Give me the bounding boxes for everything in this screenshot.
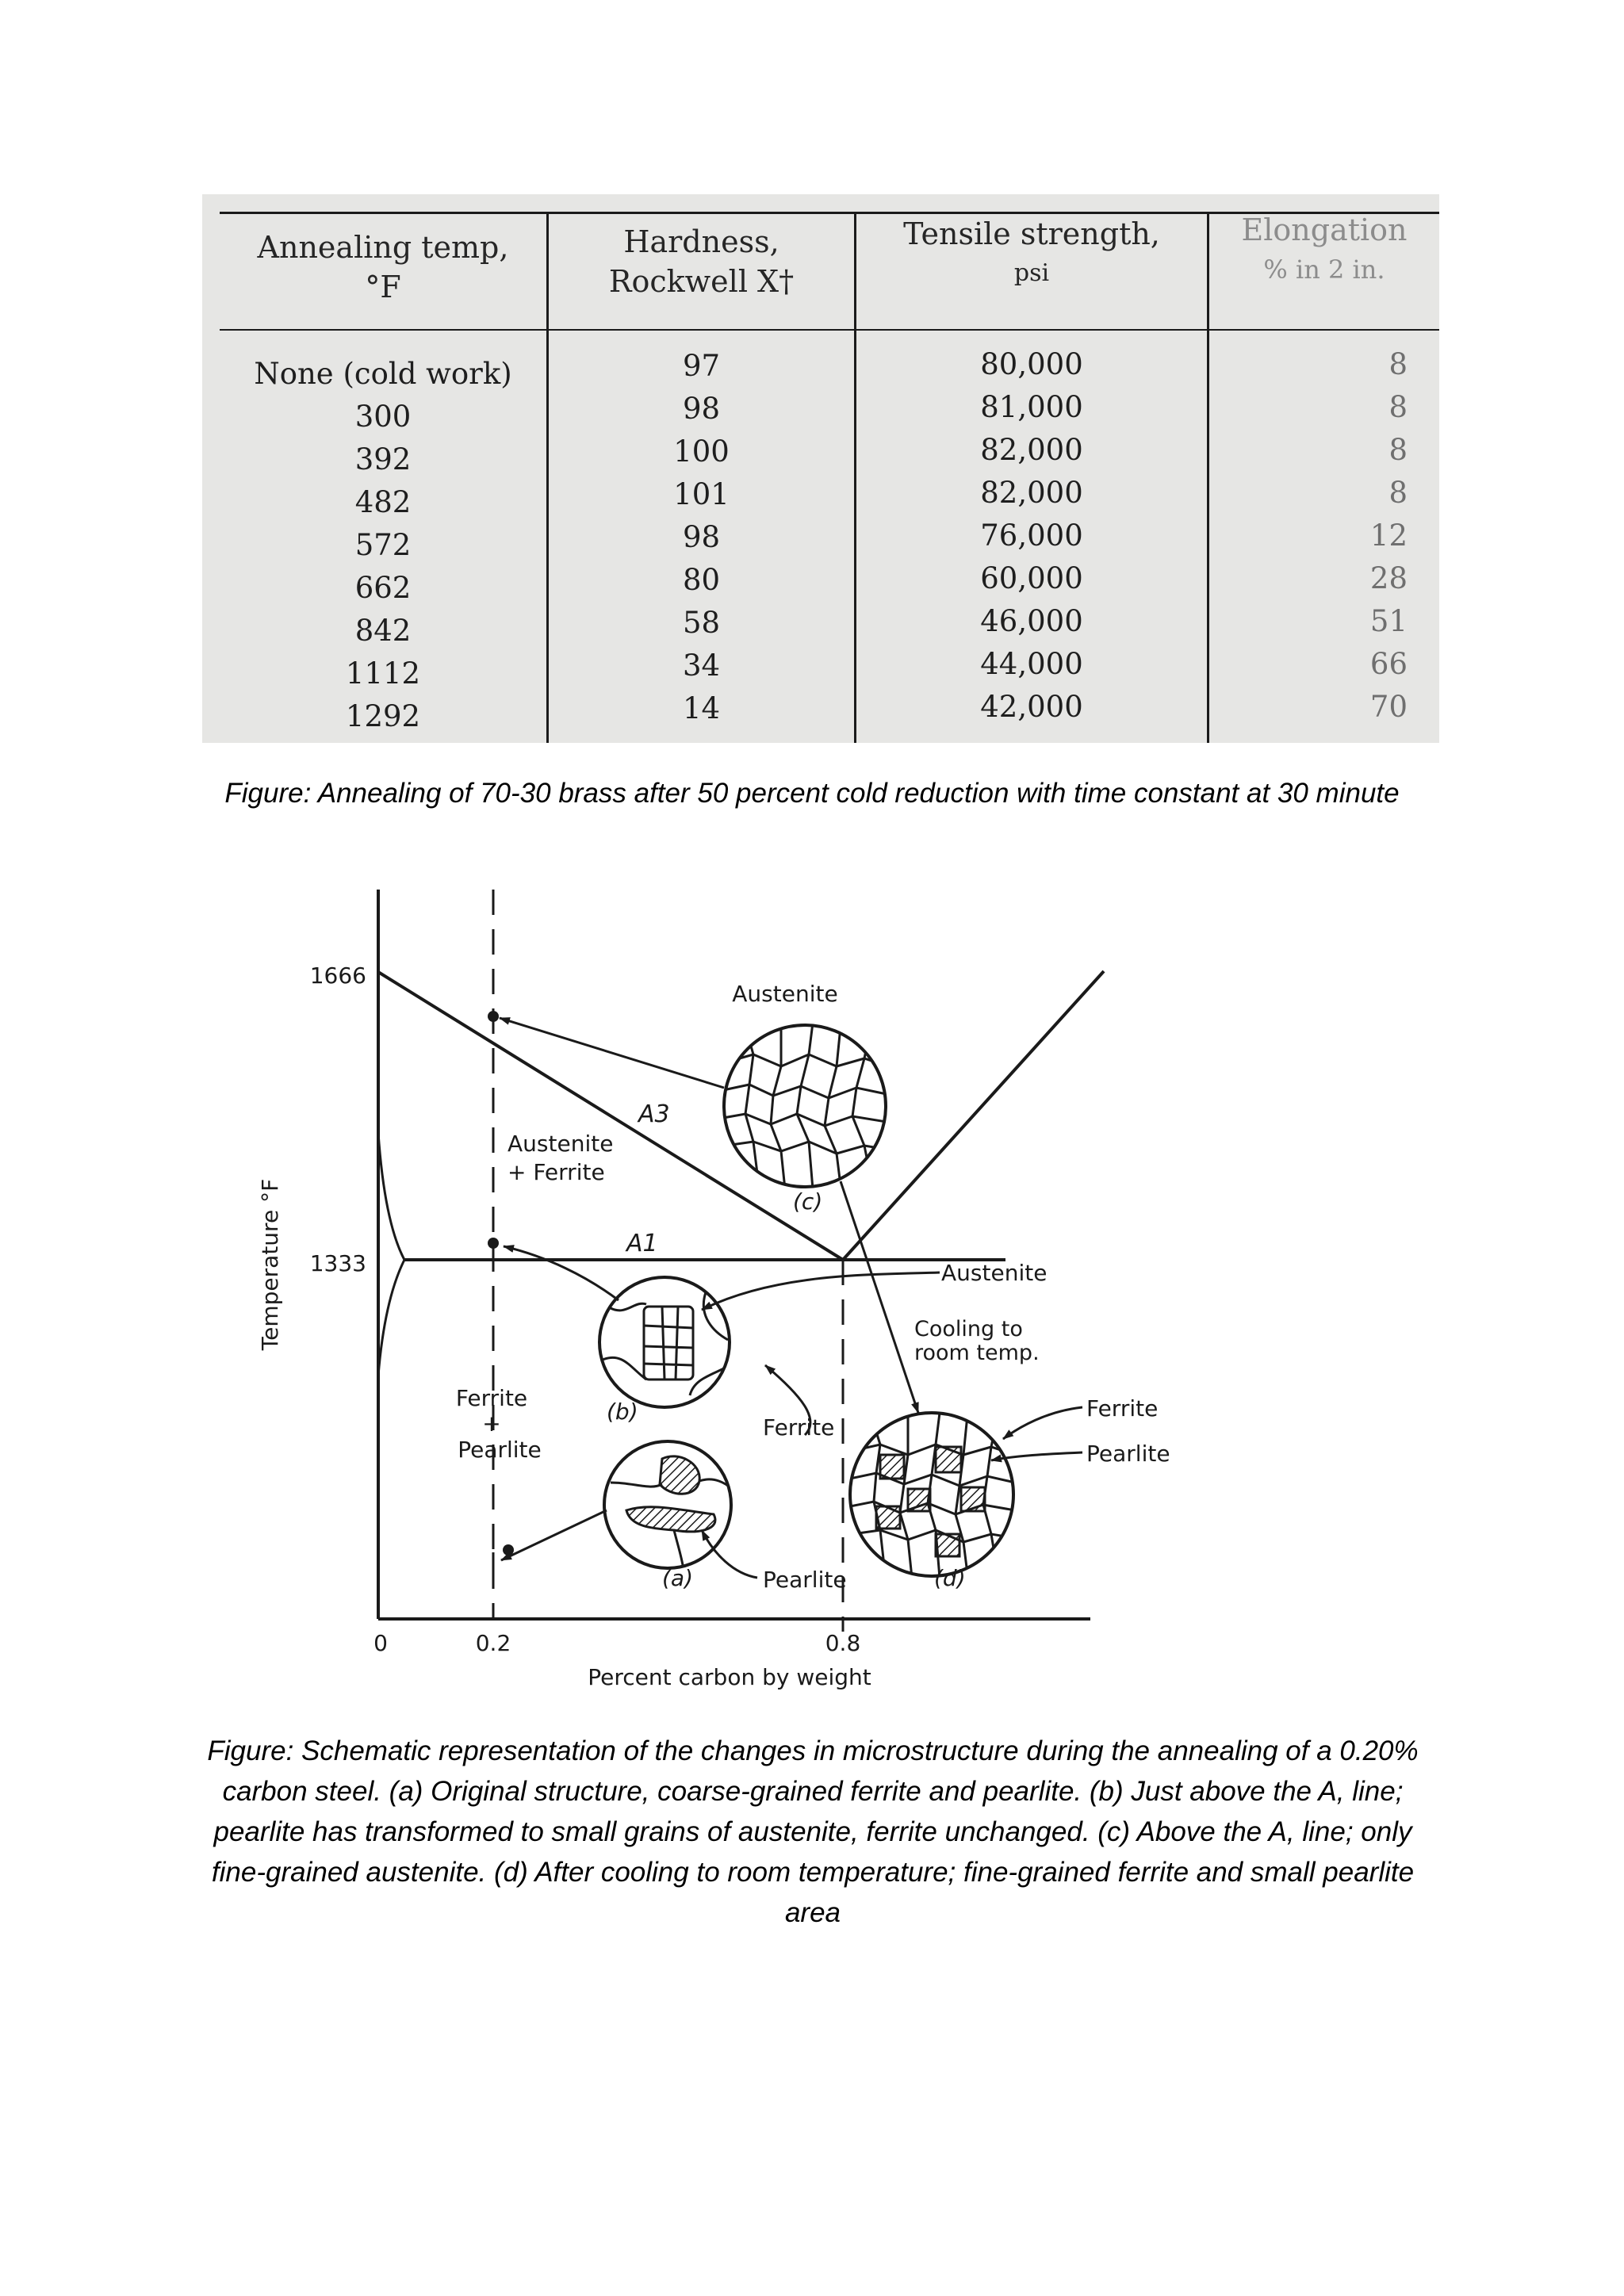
arrow-c-to-a3-point — [500, 1018, 724, 1088]
arrow-c-to-d — [841, 1181, 918, 1413]
microstructure-c — [723, 1023, 888, 1189]
y-tick-1333: 1333 — [310, 1250, 366, 1276]
x-tick-label-0.8: 0.8 — [825, 1630, 861, 1656]
caption-line: pearlite has transformed to small grains… — [190, 1812, 1435, 1852]
caption-line: Figure: Schematic representation of the … — [190, 1731, 1435, 1771]
arrow-ferrite-right — [1003, 1407, 1082, 1439]
label-cooling-2: room temp. — [914, 1341, 1040, 1365]
x-tick-0: 0 — [373, 1630, 388, 1656]
label-pearlite-right: Pearlite — [1086, 1441, 1170, 1467]
x-tick-0.2: 0.2 — [476, 1630, 511, 1656]
label-ferrite-pearlite-1: Ferrite — [456, 1385, 527, 1411]
arrow-austenite-to-b — [702, 1272, 940, 1310]
label-austenite-top: Austenite — [732, 981, 837, 1007]
arrow-a-to-room-point — [501, 1510, 607, 1560]
y-axis-title: Temperature °F — [257, 1179, 283, 1351]
point-above-a3 — [488, 1011, 499, 1022]
diagram-caption: Figure: Schematic representation of the … — [190, 1731, 1435, 1933]
label-c: (c) — [793, 1188, 822, 1215]
label-austenite-ferrite-2: + Ferrite — [508, 1159, 605, 1185]
microstructure-b — [599, 1277, 730, 1407]
label-a1: A1 — [625, 1230, 658, 1257]
label-pearlite-mid: Pearlite — [763, 1567, 847, 1593]
label-d: (d) — [934, 1565, 966, 1591]
label-ferrite-pearlite-2: + — [482, 1410, 500, 1437]
x-axis-title: Percent carbon by weight — [588, 1664, 871, 1690]
label-ferrite-mid: Ferrite — [763, 1414, 834, 1441]
caption-line: fine-grained austenite. (d) After coolin… — [190, 1852, 1435, 1892]
label-cooling-1: Cooling to — [914, 1317, 1023, 1341]
label-a: (a) — [662, 1565, 693, 1591]
label-austenite-ferrite-1: Austenite — [508, 1131, 613, 1157]
ferrite-solvus-curve — [378, 1133, 404, 1376]
label-a3: A3 — [637, 1100, 670, 1128]
label-austenite-right: Austenite — [941, 1260, 1047, 1286]
label-ferrite-pearlite-3: Pearlite — [458, 1437, 542, 1463]
label-ferrite-right: Ferrite — [1086, 1395, 1158, 1422]
point-above-a1 — [488, 1238, 499, 1249]
y-tick-1666: 1666 — [310, 962, 366, 989]
arrow-b-to-a1-point — [504, 1246, 619, 1300]
microstructure-d — [850, 1413, 1015, 1578]
caption-line: area — [190, 1892, 1435, 1933]
label-b: (b) — [607, 1399, 638, 1425]
caption-line: carbon steel. (a) Original structure, co… — [190, 1771, 1435, 1812]
